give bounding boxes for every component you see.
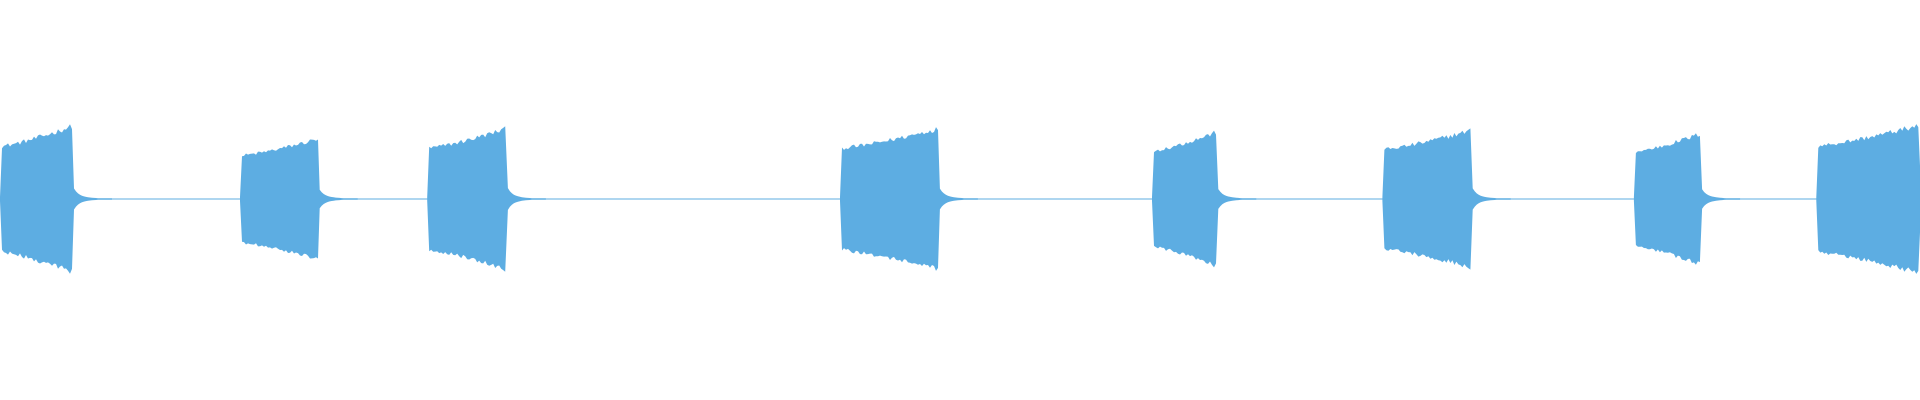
waveform-burst-4[interactable] (840, 127, 978, 271)
waveform-burst-8[interactable] (1816, 124, 1920, 274)
waveform-burst-3[interactable] (427, 126, 546, 272)
waveform-burst-7[interactable] (1633, 133, 1741, 265)
waveform-burst-1[interactable] (0, 124, 112, 274)
waveform-burst-2[interactable] (240, 139, 358, 259)
waveform-burst-5[interactable] (1152, 130, 1257, 268)
waveform-burst-6[interactable] (1382, 128, 1511, 270)
